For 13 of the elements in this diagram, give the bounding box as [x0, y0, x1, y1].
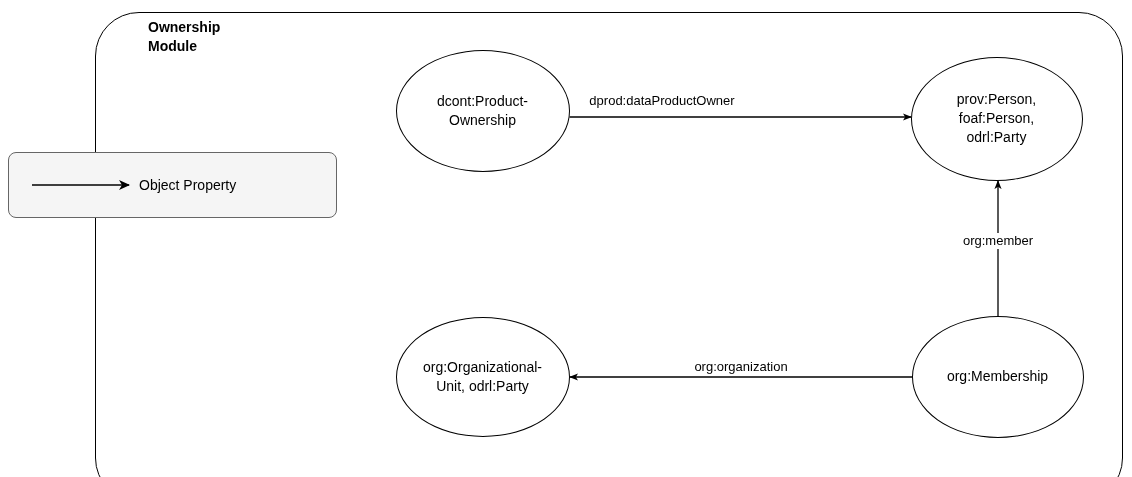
module-title: Ownership Module — [148, 18, 222, 56]
module-container — [95, 12, 1123, 477]
edge-label: dprod:dataProductOwner — [587, 93, 737, 109]
arrow — [568, 113, 912, 121]
class-name: prov:Person, foaf:Person, odrl:Party — [955, 90, 1038, 147]
class-name: org:Membership — [945, 367, 1050, 386]
class-name: org:Organizational- Unit, odrl:Party — [421, 357, 544, 396]
arrow — [569, 373, 913, 381]
edge-label: org:member — [960, 233, 1036, 249]
edge-label: org:organization — [692, 359, 790, 375]
arrow — [994, 180, 1002, 317]
class-name: dcont:Product- Ownership — [435, 91, 530, 130]
legend-label: Object Property — [139, 177, 237, 193]
